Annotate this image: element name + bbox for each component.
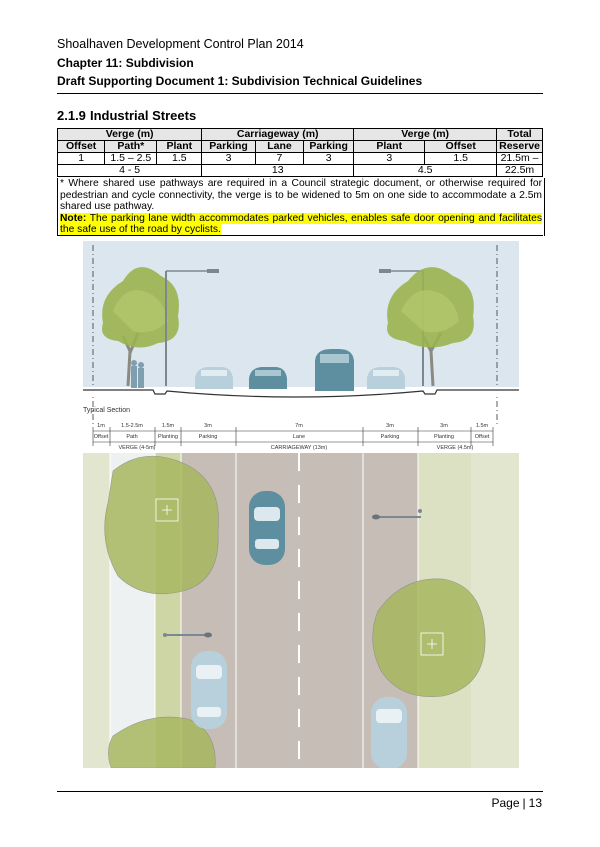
- carriageway-label: CARRIAGEWAY (13m): [271, 445, 328, 451]
- dim-label: 7m: [295, 423, 303, 429]
- dim-label: 1.5m: [476, 423, 489, 429]
- zone-label: Path: [126, 434, 137, 440]
- col-header: Reserve: [496, 140, 543, 153]
- car-icon: [249, 491, 285, 565]
- verge-right-label: VERGE (4.5m): [437, 445, 474, 451]
- car-icon: [367, 367, 405, 389]
- tree-canopy-icon: [104, 455, 219, 595]
- col-header: Lane: [254, 140, 305, 153]
- dimensions-table: Verge (m) Carriageway (m) Verge (m) Tota…: [56, 128, 543, 177]
- table-group-header-row: Verge (m) Carriageway (m) Verge (m) Tota…: [56, 128, 543, 141]
- table-cell: 3: [353, 152, 426, 165]
- table-cell: 1: [56, 152, 106, 165]
- chapter-title: Chapter 11: Subdivision: [57, 56, 194, 70]
- car-icon: [371, 697, 407, 769]
- dim-label: 1.5-2.5m: [121, 423, 143, 429]
- van-icon: [315, 349, 354, 391]
- tree-canopy-icon: [372, 578, 486, 697]
- section-number: 2.1.9: [57, 108, 86, 123]
- table-cell: 22.5m: [496, 164, 543, 177]
- group-header-total: Total: [496, 128, 543, 141]
- zone-label: Offset: [475, 434, 490, 440]
- notes-rule: [57, 235, 543, 236]
- table-cell: 4 - 5: [56, 164, 203, 177]
- col-header: Offset: [56, 140, 106, 153]
- zone-label: Offset: [94, 434, 109, 440]
- street-light-icon: [163, 632, 212, 638]
- dim-label: 1.5m: [162, 423, 175, 429]
- section-title: Industrial Streets: [90, 108, 197, 123]
- note: Note: The parking lane width accommodate…: [60, 212, 542, 236]
- table-cell: 1.5: [156, 152, 203, 165]
- dim-label: 3m: [386, 423, 394, 429]
- footer-rule: [57, 791, 543, 792]
- zone-label: Planting: [158, 434, 178, 440]
- zone-label: Parking: [199, 434, 218, 440]
- dim-label: 3m: [204, 423, 212, 429]
- dim-label: 3m: [440, 423, 448, 429]
- group-header-carriageway: Carriageway (m): [201, 128, 355, 141]
- road-profile: [83, 389, 519, 398]
- col-header: Path*: [104, 140, 158, 153]
- table-notes: * Where shared use pathways are required…: [57, 178, 545, 236]
- table-row: 4 - 5 13 4.5 22.5m: [56, 164, 543, 177]
- table-cell: 21.5m –: [496, 152, 543, 165]
- page-number: 13: [528, 796, 542, 810]
- footnote: * Where shared use pathways are required…: [60, 178, 542, 212]
- tree-icon: [387, 267, 474, 387]
- group-header-verge-right: Verge (m): [353, 128, 498, 141]
- table-cell: 1.5: [424, 152, 498, 165]
- car-icon: [191, 651, 227, 729]
- table-cell: 13: [201, 164, 355, 177]
- table-cell: 7: [254, 152, 305, 165]
- page-label: Page: [491, 796, 520, 810]
- section-label: Typical Section: [83, 407, 130, 414]
- note-label: Note:: [60, 212, 87, 224]
- street-light-icon: [372, 509, 422, 520]
- dim-label: 1m: [97, 423, 105, 429]
- section-heading: 2.1.9 Industrial Streets: [57, 108, 196, 123]
- header-rule: [57, 93, 543, 94]
- page-footer: Page|13: [491, 796, 542, 810]
- zone-label: Parking: [381, 434, 400, 440]
- col-header: Plant: [353, 140, 426, 153]
- table-row: 1 1.5 – 2.5 1.5 3 7 3 3 1.5 21.5m –: [56, 152, 543, 165]
- zone-label: Planting: [434, 434, 454, 440]
- col-header: Plant: [156, 140, 203, 153]
- col-header: Parking: [303, 140, 355, 153]
- col-header: Offset: [424, 140, 498, 153]
- table-column-header-row: Offset Path* Plant Parking Lane Parking …: [56, 140, 543, 153]
- doc-title: Shoalhaven Development Control Plan 2014: [57, 37, 304, 51]
- car-icon: [195, 367, 233, 389]
- verge-left-label: VERGE (4-5m): [119, 445, 156, 451]
- table-cell: 1.5 – 2.5: [104, 152, 158, 165]
- note-text: The parking lane width accommodates park…: [60, 212, 542, 236]
- plan-view: [83, 453, 519, 769]
- tree-canopy-icon: [108, 716, 216, 769]
- table-cell: 3: [201, 152, 256, 165]
- car-icon: [249, 367, 287, 389]
- dimension-strip: 1m 1.5-2.5m 1.5m 3m 7m 3m 3m 1.5m Offset…: [92, 423, 494, 451]
- document-subtitle: Draft Supporting Document 1: Subdivision…: [57, 74, 423, 88]
- street-section-figure: Typical Section 1m 1.5-2.5m 1.5m 3m 7m 3…: [83, 241, 519, 769]
- street-light-icon: [165, 269, 219, 386]
- table-cell: 4.5: [353, 164, 498, 177]
- tree-icon: [102, 267, 179, 387]
- zone-label: Lane: [293, 434, 305, 440]
- col-header: Parking: [201, 140, 256, 153]
- pedestrians-icon: [131, 360, 144, 388]
- table-cell: 3: [303, 152, 355, 165]
- group-header-verge-left: Verge (m): [56, 128, 203, 141]
